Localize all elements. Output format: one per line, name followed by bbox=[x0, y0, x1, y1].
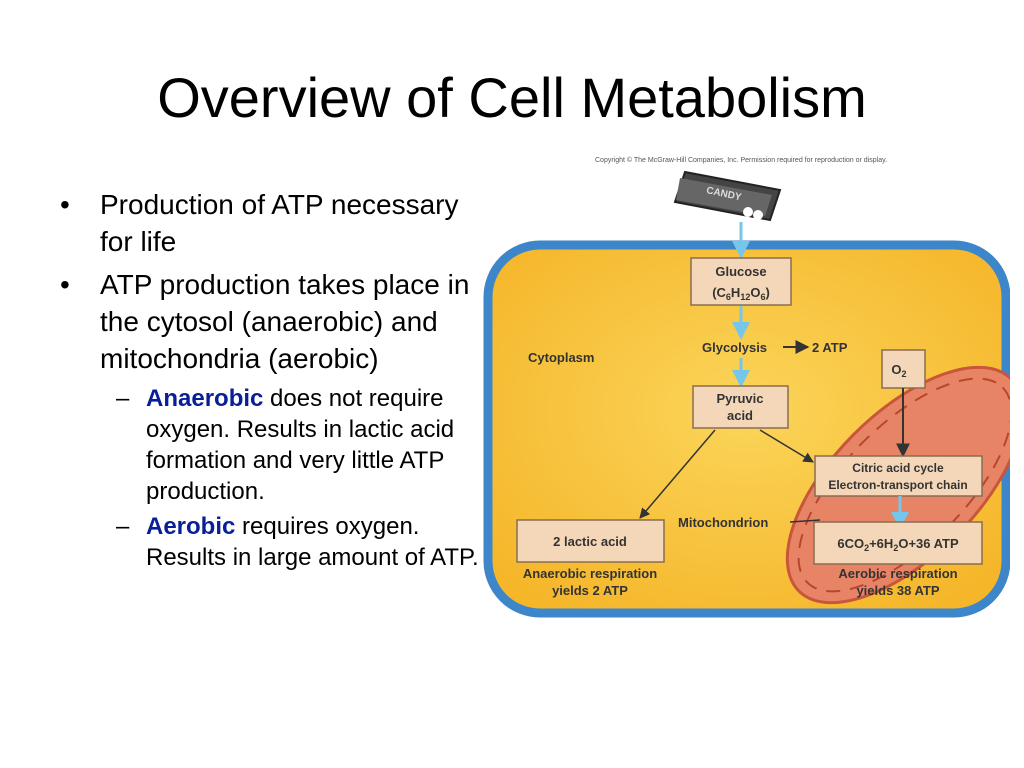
bullet-text: ATP production takes place in the cytoso… bbox=[100, 269, 470, 374]
glycolysis-atp-label: 2 ATP bbox=[812, 340, 848, 355]
sub-bullet-dash: – bbox=[116, 513, 130, 540]
aerobic-keyword: Aerobic bbox=[146, 513, 236, 540]
pyruvic-label-line2: acid bbox=[727, 408, 753, 423]
oxygen-box bbox=[881, 349, 926, 389]
bullet-dot: • bbox=[60, 269, 70, 300]
glucose-box bbox=[690, 257, 792, 306]
lactic-acid-box bbox=[516, 519, 665, 563]
anaerobic-caption-line1: Anaerobic respiration bbox=[523, 566, 657, 581]
krebs-label-line2: Electron-transport chain bbox=[828, 478, 967, 492]
arrow-pyruvic-krebs bbox=[759, 429, 814, 463]
glucose-label: Glucose bbox=[715, 264, 766, 279]
bullet-item: • Production of ATP necessary for life bbox=[60, 186, 480, 260]
pyruvic-acid-box bbox=[692, 385, 789, 429]
sub-bullet-item: – Aerobic requires oxygen. Results in la… bbox=[60, 511, 480, 573]
cytoplasm-label: Cytoplasm bbox=[528, 350, 594, 365]
aerobic-caption-line2: yields 38 ATP bbox=[856, 583, 939, 598]
candy-bar-icon: CANDY bbox=[673, 170, 782, 222]
mitochondrion-label: Mitochondrion bbox=[678, 515, 768, 530]
copyright-notice: Copyright © The McGraw-Hill Companies, I… bbox=[595, 156, 887, 164]
bullet-dot: • bbox=[60, 189, 70, 220]
bullet-text: Production of ATP necessary for life bbox=[100, 189, 459, 257]
krebs-label-line1: Citric acid cycle bbox=[852, 461, 944, 475]
aerobic-products-box bbox=[813, 521, 983, 565]
sub-bullet-item: – Anaerobic does not require oxygen. Res… bbox=[60, 383, 480, 507]
sub-bullet-text: does not require oxygen. Results in lact… bbox=[146, 385, 455, 505]
arrow-pyruvic-lactic bbox=[639, 429, 716, 519]
bullet-list: • Production of ATP necessary for life •… bbox=[60, 186, 480, 577]
lactic-acid-label: 2 lactic acid bbox=[553, 534, 627, 549]
metabolism-diagram: Copyright © The McGraw-Hill Companies, I… bbox=[483, 156, 1010, 618]
anaerobic-keyword: Anaerobic bbox=[146, 385, 264, 412]
mitochondrion-pointer bbox=[789, 519, 821, 523]
aerobic-products-label: 6CO2+6H2O+36 ATP bbox=[837, 536, 959, 553]
pyruvic-label-line1: Pyruvic bbox=[717, 391, 764, 406]
aerobic-caption-line1: Aerobic respiration bbox=[838, 566, 957, 581]
sub-bullet-dash: – bbox=[116, 385, 130, 412]
glycolysis-label: Glycolysis bbox=[702, 340, 767, 355]
oxygen-label: O2 bbox=[891, 362, 906, 379]
anaerobic-caption-line2: yields 2 ATP bbox=[552, 583, 628, 598]
slide-title: Overview of Cell Metabolism bbox=[157, 66, 867, 129]
bullet-item: • ATP production takes place in the cyto… bbox=[60, 266, 480, 377]
sub-bullet-text: requires oxygen. Results in large amount… bbox=[146, 513, 479, 571]
glucose-formula: (C6H12O6) bbox=[712, 285, 770, 302]
krebs-etc-box bbox=[814, 455, 983, 497]
